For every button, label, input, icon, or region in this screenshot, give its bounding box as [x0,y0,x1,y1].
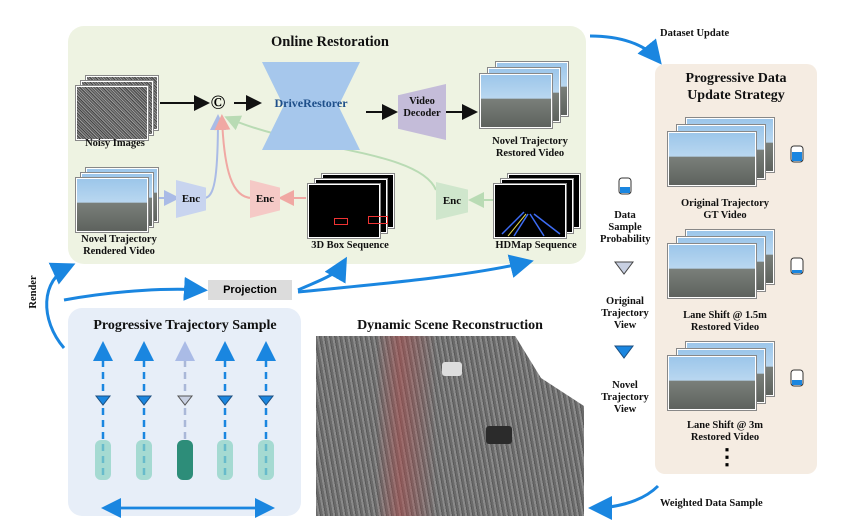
trajectory-lanes [93,341,276,475]
legend-original-view-label: Original Trajectory View [601,296,649,331]
weighted-sample-label: Weighted Data Sample [660,498,763,509]
update-item-0-label: Original Trajectory GT Video [681,198,769,221]
reconstruction-image [316,336,584,516]
dataset-update-arrow [589,34,662,65]
update-strategy-title: Progressive Data Update Strategy [685,71,787,103]
rendered-video-label: Novel Trajectory Rendered Video [81,234,157,257]
dataset-update-label: Dataset Update [660,28,730,39]
box-sequence-label: 3D Box Sequence [311,240,389,251]
restored-video-label: Novel Trajectory Restored Video [492,136,568,159]
weighted-sample-arrow [588,484,660,520]
legend-icons [614,177,634,359]
concat-icon: © [210,92,226,114]
update-item-2-label: Lane Shift @ 3m Restored Video [687,420,763,443]
more-items-ellipsis: ⋮ [716,444,738,469]
driverestorer-label: DriveRestorer [274,96,348,110]
legend-probability-label: Data Sample Probability [600,210,651,245]
projection-box: Projection [208,280,292,300]
video-decoder-label: Video Decoder [403,96,441,119]
hdmap-sequence-label: HDMap Sequence [495,240,577,251]
probability-icons [790,145,804,387]
trajectory-sample-title: Progressive Trajectory Sample [93,318,277,333]
render-label: Render [28,275,39,309]
legend-novel-view-label: Novel Trajectory View [601,380,649,415]
car-icons [95,440,274,480]
scene-reconstruction-title: Dynamic Scene Reconstruction [357,318,543,333]
render-arrow [45,262,76,349]
camera-icons [94,395,275,406]
update-item-1-label: Lane Shift @ 1.5m Restored Video [683,310,767,333]
noisy-images-label: Noisy Images [85,138,145,149]
online-restoration-title: Online Restoration [270,34,389,50]
